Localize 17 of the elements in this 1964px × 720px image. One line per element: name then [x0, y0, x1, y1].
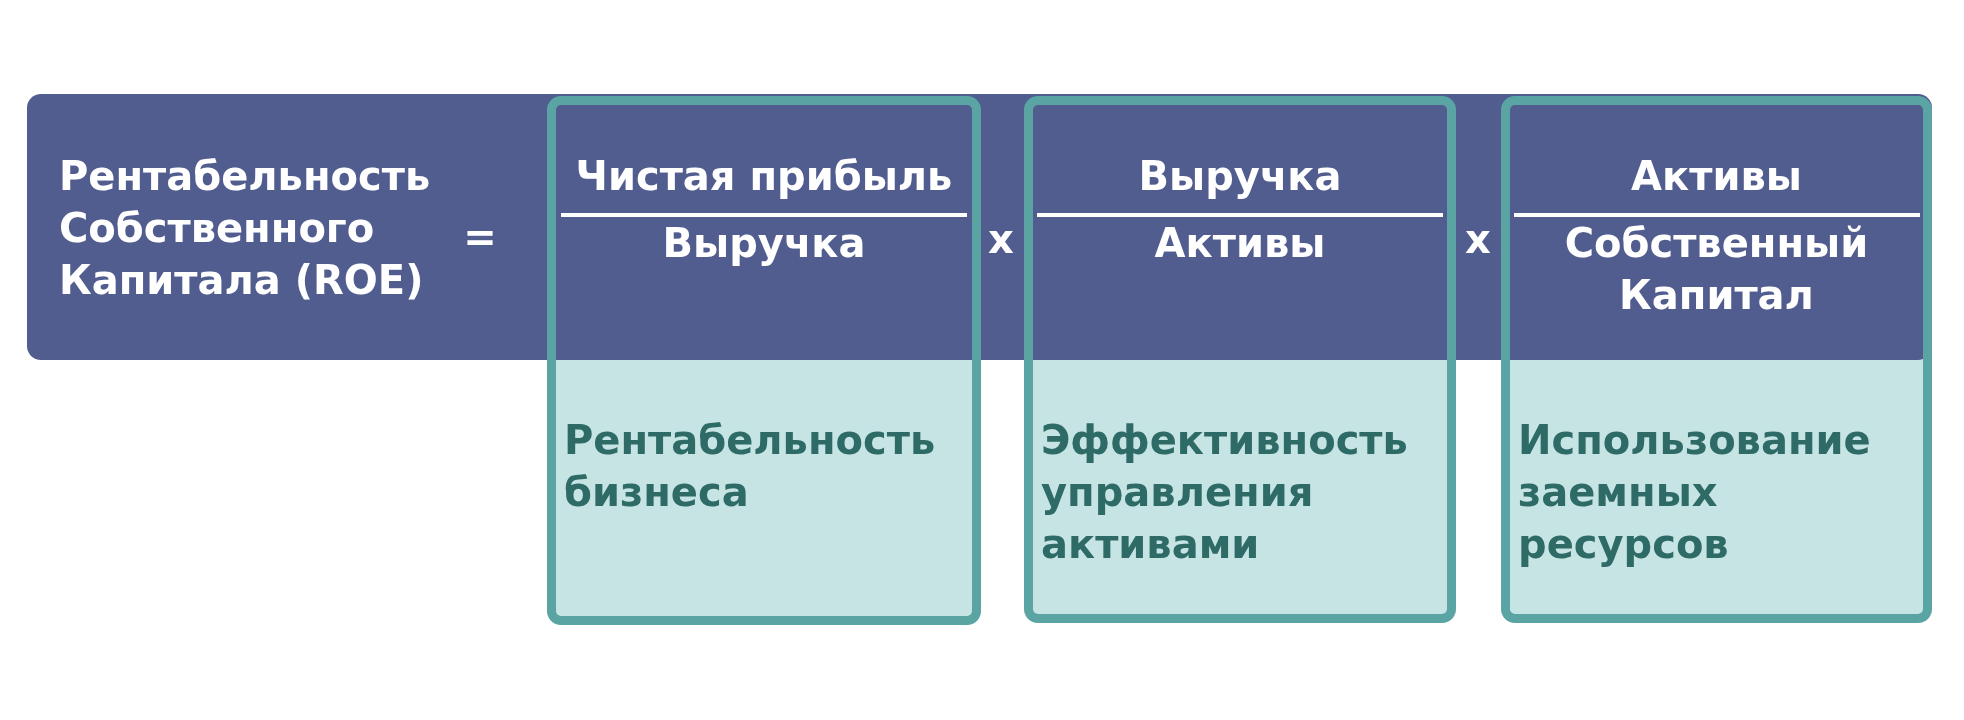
multiply-sign: x	[1465, 215, 1491, 264]
denominator-text: Активы	[1154, 219, 1326, 268]
equals-sign: =	[463, 213, 497, 262]
formula-band	[27, 94, 1932, 360]
ratio-card	[1024, 96, 1456, 623]
multiply-sign: x	[988, 215, 1014, 264]
ratio-card	[1501, 96, 1932, 623]
denominator-text: Собственный Капитал	[1563, 219, 1870, 320]
ratio-card	[547, 96, 981, 625]
numerator-text: Чистая прибыль	[575, 152, 953, 201]
numerator-text: Выручка	[1138, 152, 1342, 201]
description-text: Эффективность управления активами	[1041, 416, 1409, 569]
description-text: Использование заемных ресурсов	[1518, 416, 1872, 569]
metric-label: Рентабельность Собственного Капитала (ROE)	[59, 152, 432, 305]
numerator-text: Активы	[1631, 152, 1802, 201]
description-text: Рентабельность бизнеса	[564, 416, 937, 517]
denominator-text: Выручка	[662, 219, 866, 268]
